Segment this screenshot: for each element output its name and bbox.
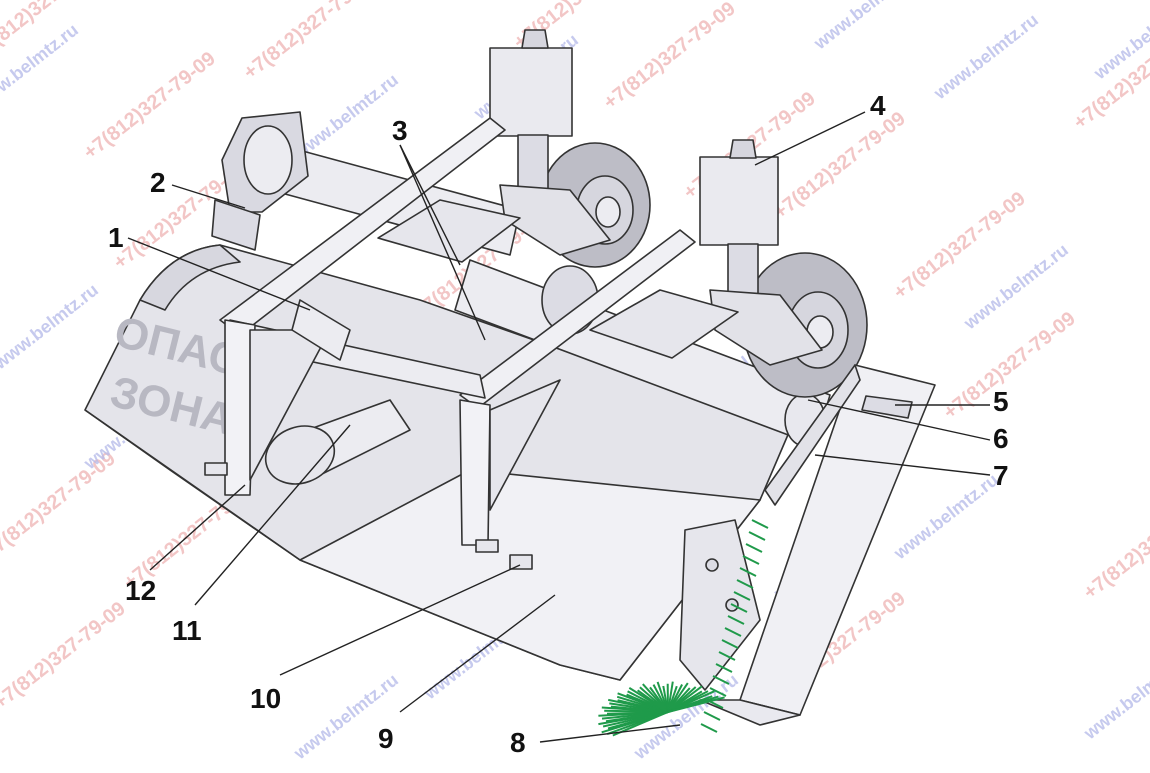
watermark-phone-1: +7(812)327-79-09 (80, 48, 220, 164)
watermark-site-23: www.belmtz.ru (929, 10, 1042, 104)
watermark-site-22: www.belmtz.ru (809, 0, 922, 54)
callout-12: 12 (125, 575, 156, 606)
callout-9: 9 (378, 723, 394, 754)
watermark-site-31: www.belmtz.ru (889, 470, 1002, 564)
callout-4: 4 (870, 90, 886, 121)
brush-bristle (701, 724, 717, 732)
callout-6: 6 (993, 423, 1009, 454)
callout-8: 8 (510, 727, 526, 758)
callout-11: 11 (172, 615, 202, 646)
watermark-phone-18: +7(812)327-79-09 (1080, 488, 1150, 604)
brush-bristle (746, 544, 762, 552)
callout-3: 3 (392, 115, 408, 146)
watermark-phone-11: +7(812)327-79-09 (940, 308, 1080, 424)
watermark-site-25: www.belmtz.ru (0, 280, 102, 374)
brush-bristle (752, 520, 768, 528)
brush-bristle (749, 532, 765, 540)
brush-bristle (704, 712, 720, 720)
callout-1: 1 (108, 222, 124, 253)
watermark-phone-4: +7(812)327-79-09 (600, 0, 740, 114)
callout-5: 5 (993, 386, 1009, 417)
callout-2: 2 (150, 167, 166, 198)
callout-10: 10 (250, 683, 281, 714)
watermark-phone-17: +7(812)327-79-09 (0, 598, 130, 714)
watermark-site-20: www.belmtz.ru (289, 70, 402, 164)
watermark-site-34: www.belmtz.ru (1079, 650, 1150, 744)
callout-7: 7 (993, 460, 1009, 491)
watermark-phone-2: +7(812)327-79-09 (240, 0, 380, 84)
